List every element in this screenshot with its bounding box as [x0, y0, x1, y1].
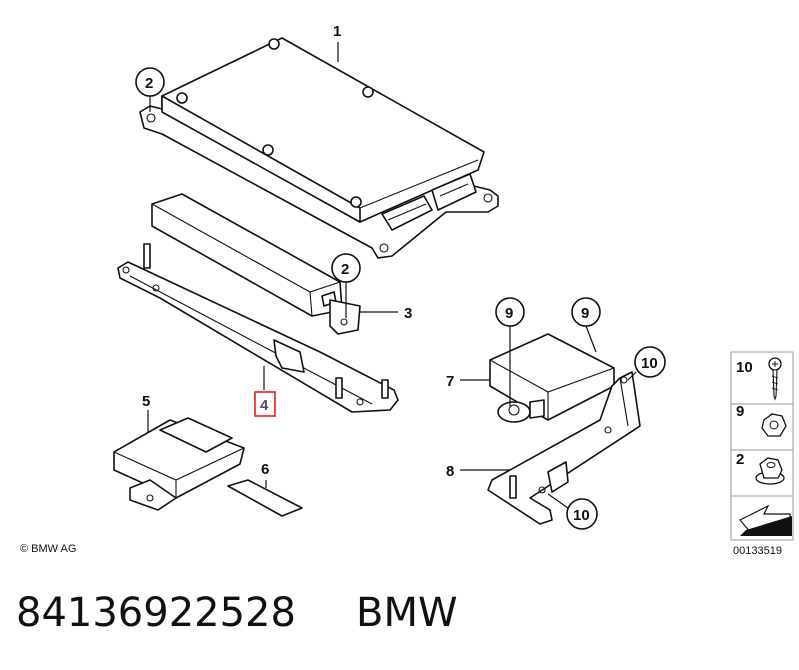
svg-text:6: 6 [261, 461, 269, 478]
fastener-legend: 10 9 2 00133 [730, 351, 794, 557]
svg-text:9: 9 [736, 403, 744, 420]
part-4-bracket[interactable] [117, 243, 399, 413]
svg-text:7: 7 [446, 373, 454, 390]
brand-name: BMW [356, 590, 458, 636]
part-8-bracket[interactable] [487, 371, 641, 525]
legend-item-9[interactable]: 9 [736, 403, 787, 437]
svg-text:10: 10 [736, 359, 753, 376]
callout-8[interactable]: 8 [446, 463, 454, 480]
callout-2-top[interactable]: 2 [135, 67, 165, 97]
screw-icon [768, 357, 782, 401]
callout-3[interactable]: 3 [404, 305, 412, 322]
svg-text:5: 5 [142, 393, 150, 410]
copyright-text: © BMW AG [20, 543, 76, 555]
callout-6[interactable]: 6 [261, 461, 269, 478]
callout-9-right[interactable]: 9 [571, 297, 601, 327]
callout-9-left[interactable]: 9 [495, 297, 525, 327]
legend-code: 00133519 [733, 545, 782, 557]
svg-text:2: 2 [341, 261, 349, 278]
callout-10-top[interactable]: 10 [634, 346, 666, 378]
part-1-control-unit[interactable] [139, 37, 499, 259]
flange-nut-icon [755, 457, 785, 485]
svg-text:3: 3 [404, 305, 412, 322]
svg-text:9: 9 [581, 305, 589, 322]
svg-text:10: 10 [573, 507, 590, 524]
svg-text:10: 10 [641, 355, 658, 372]
callout-2-mid[interactable]: 2 [331, 253, 361, 283]
svg-text:2: 2 [736, 451, 744, 468]
callout-1[interactable]: 1 [333, 23, 341, 40]
svg-text:2: 2 [145, 75, 153, 92]
svg-text:9: 9 [505, 305, 513, 322]
legend-item-2[interactable]: 2 [736, 451, 785, 485]
callout-4-highlighted[interactable]: 4 [254, 391, 276, 417]
legend-item-10[interactable]: 10 [736, 357, 782, 401]
part-6-pad[interactable] [227, 479, 303, 517]
callout-7[interactable]: 7 [446, 373, 454, 390]
arrow-icon [739, 504, 792, 536]
part-5-connector-module[interactable] [113, 417, 245, 511]
part-3-module[interactable] [151, 193, 361, 335]
svg-text:1: 1 [333, 23, 341, 40]
callout-10-bottom[interactable]: 10 [566, 498, 598, 530]
part-number: 84136922528 [16, 590, 296, 636]
part-7-sensor[interactable] [489, 333, 615, 423]
leader-lines [147, 42, 637, 509]
callout-5[interactable]: 5 [142, 393, 150, 410]
svg-text:4: 4 [260, 397, 269, 414]
nut-icon [761, 413, 787, 437]
svg-text:8: 8 [446, 463, 454, 480]
